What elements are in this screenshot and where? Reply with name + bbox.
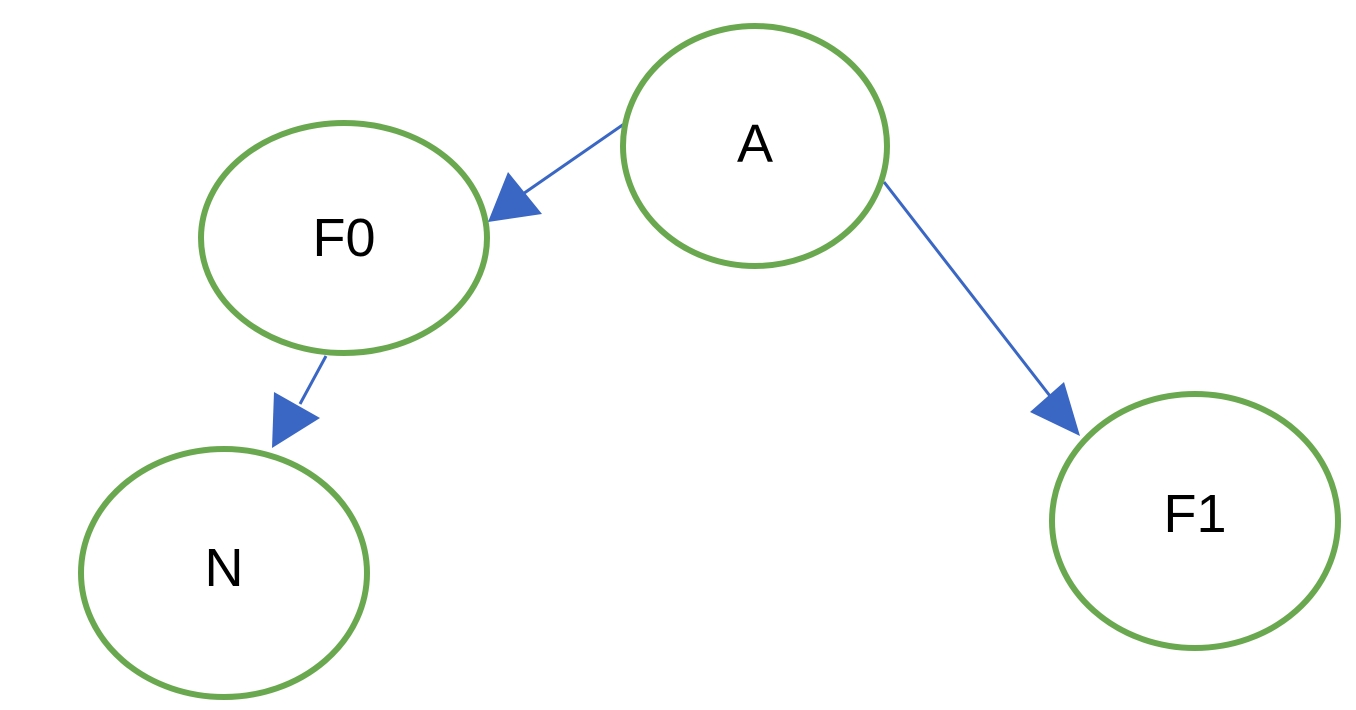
arrowhead-a-f1 bbox=[1030, 382, 1080, 436]
node-n[interactable]: N bbox=[78, 446, 370, 700]
node-f1-label: F1 bbox=[1163, 484, 1226, 544]
node-f1-ellipse bbox=[1049, 391, 1341, 651]
arrowhead-a-f0 bbox=[488, 172, 542, 222]
arrowhead-f0-n bbox=[272, 392, 320, 448]
edge-line-a-f1 bbox=[882, 181, 1052, 397]
edge-line-a-f0 bbox=[519, 122, 625, 198]
edges-layer bbox=[272, 122, 1080, 448]
node-n-label: N bbox=[205, 538, 244, 598]
node-a-label: A bbox=[737, 114, 773, 174]
node-f0-label: F0 bbox=[312, 208, 375, 268]
node-a[interactable]: A bbox=[620, 23, 890, 269]
edge-line-f0-n bbox=[298, 355, 328, 405]
node-f0[interactable]: F0 bbox=[198, 120, 490, 356]
nodes-layer: A F0 F1 N bbox=[78, 23, 1341, 700]
node-n-ellipse bbox=[78, 446, 370, 700]
edge-a-to-f0 bbox=[488, 122, 625, 222]
node-f1[interactable]: F1 bbox=[1049, 391, 1341, 651]
edge-f0-to-n bbox=[272, 355, 328, 448]
node-a-ellipse bbox=[620, 23, 890, 269]
node-f0-ellipse bbox=[198, 120, 490, 356]
edge-a-to-f1 bbox=[882, 181, 1080, 436]
